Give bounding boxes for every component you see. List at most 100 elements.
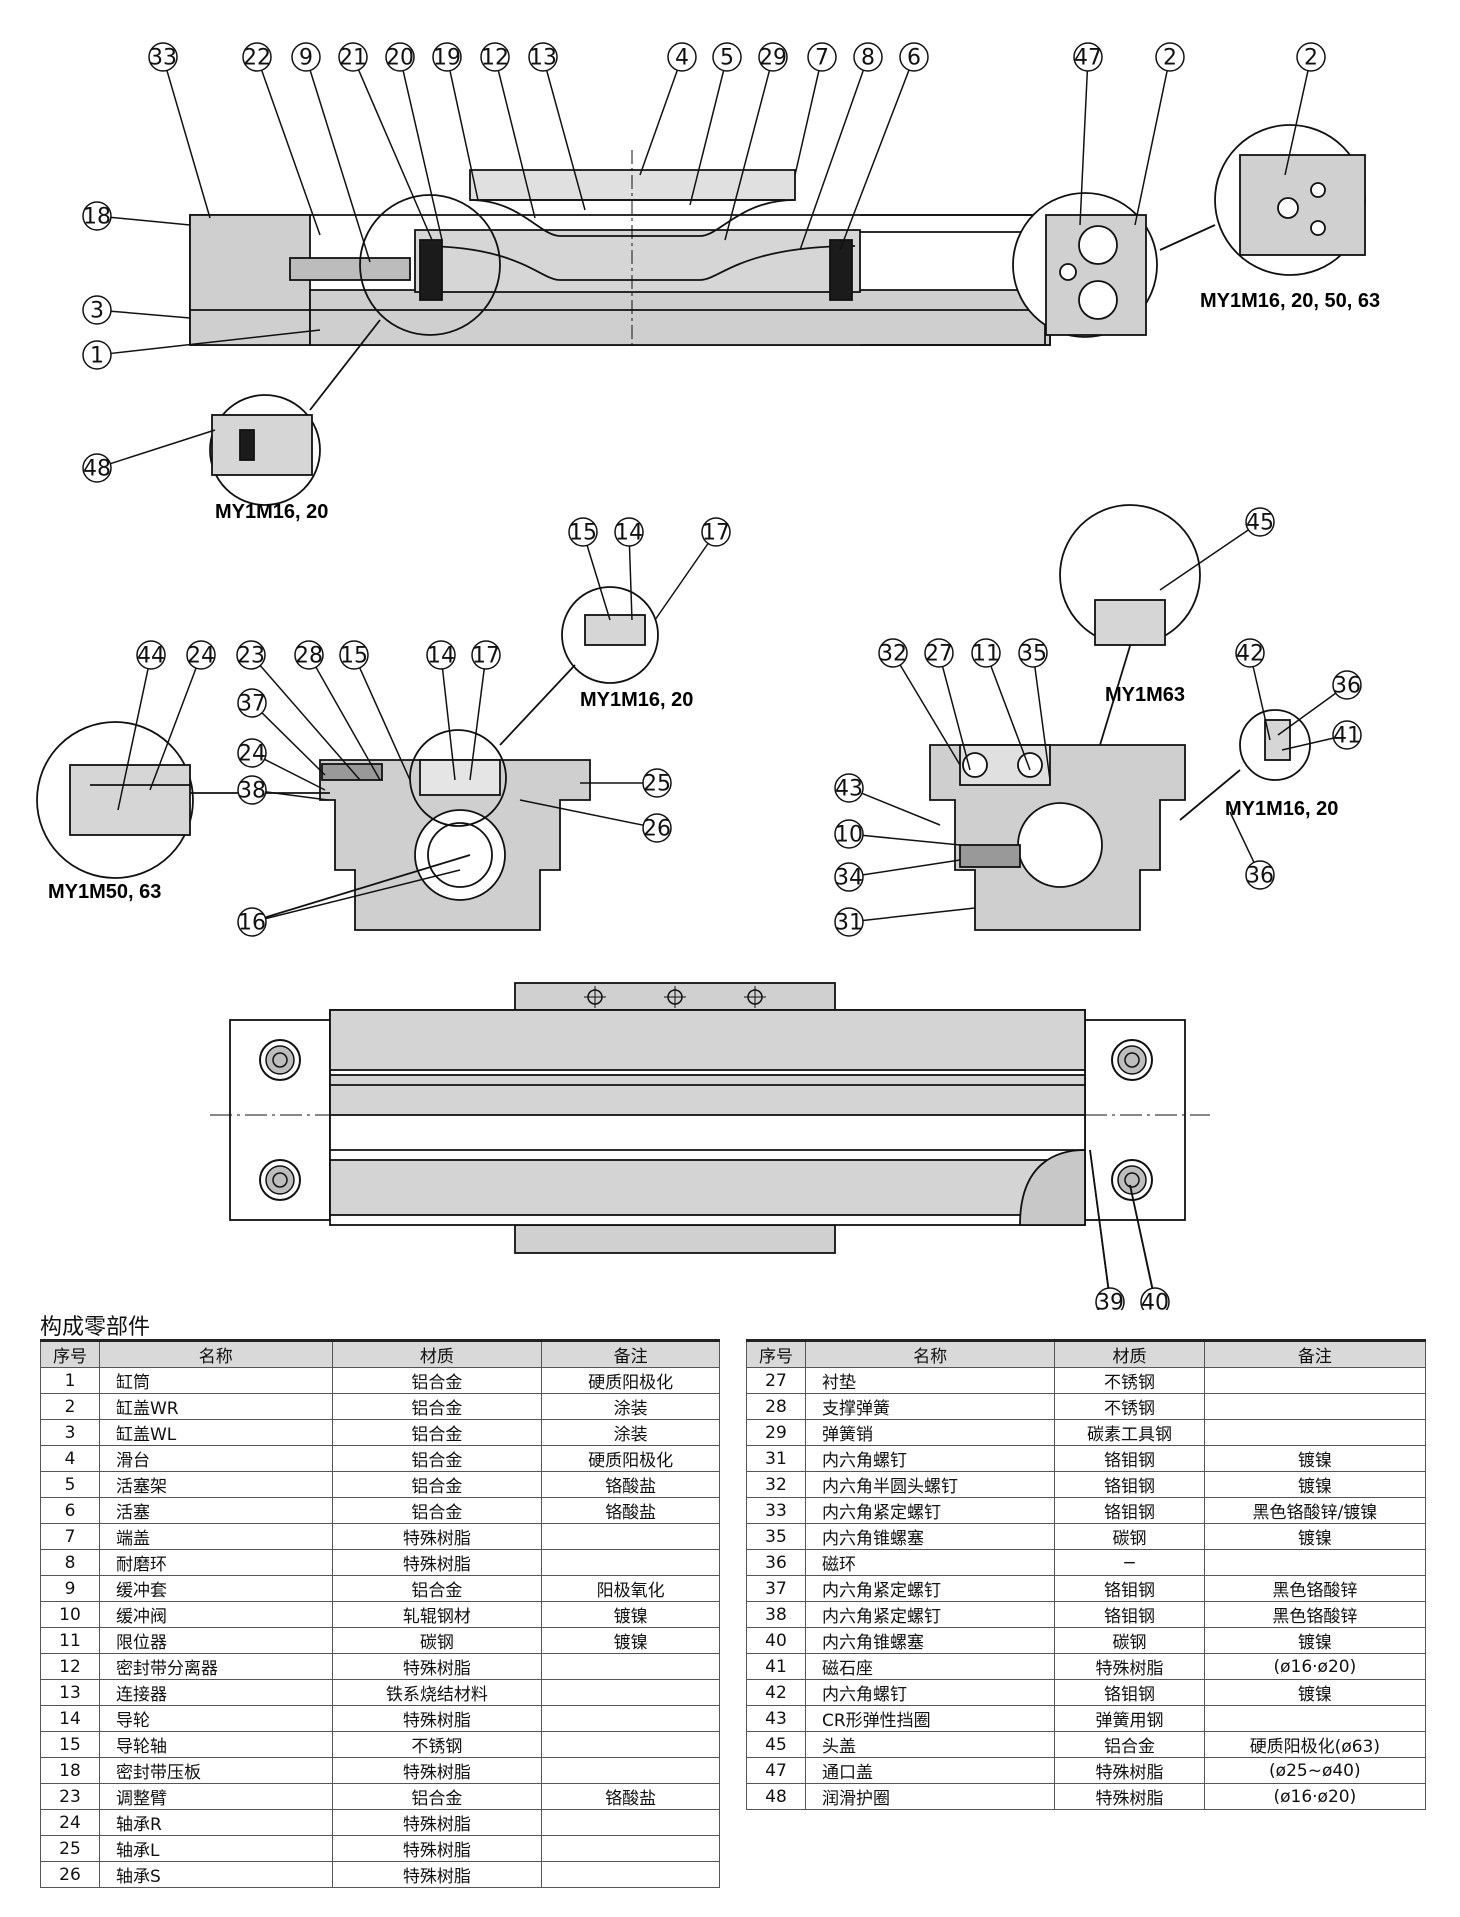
callout-number: 15 [569, 521, 597, 546]
cell-remark: 铬酸盐 [541, 1783, 720, 1810]
callout-number: 14 [615, 521, 643, 546]
cell-no: 5 [40, 1471, 100, 1498]
callout-16: 16 [237, 869, 461, 937]
callout-circle [1095, 1287, 1125, 1310]
cell-no: 25 [40, 1835, 100, 1862]
cell-material: 铝合金 [331, 1445, 543, 1472]
callout-circle [237, 775, 267, 805]
top-section-view [189, 124, 1366, 506]
callout-number: 14 [427, 644, 455, 669]
leader-line [1079, 70, 1089, 226]
callout-circle [1332, 720, 1362, 750]
callout-circle [712, 42, 742, 72]
callout-18: 18 [82, 201, 191, 231]
callout-circle [834, 773, 864, 803]
cell-no: 26 [40, 1861, 100, 1888]
cell-remark [541, 1757, 720, 1784]
callout-number: 16 [238, 911, 266, 936]
callout-circle [82, 295, 112, 325]
cell-no: 11 [40, 1627, 100, 1654]
callout-22: 22 [242, 42, 321, 236]
callout-44: 44 [117, 640, 166, 811]
callout-7: 7 [794, 42, 837, 176]
cell-remark: 涂装 [541, 1419, 720, 1446]
model-label-mid-guide: MY1M16, 20 [580, 689, 693, 711]
cell-material: 不锈钢 [1054, 1367, 1205, 1394]
cell-remark: 镀镍 [1203, 1445, 1427, 1472]
cell-remark [541, 1549, 720, 1576]
cell-remark: (ø25~ø40) [1203, 1757, 1427, 1784]
leader-line [110, 429, 216, 465]
callout-36: 36 [1277, 670, 1362, 736]
leader-line [861, 792, 941, 826]
callout-14: 14 [426, 640, 456, 781]
cell-material: 铝合金 [1054, 1731, 1205, 1758]
cell-material: 铝合金 [331, 1419, 543, 1446]
cell-name: 支撑弹簧 [804, 1393, 1056, 1420]
callout-number: 26 [643, 817, 671, 842]
callout-number: 33 [149, 46, 177, 71]
callout-circle [294, 640, 324, 670]
leader-line [1277, 692, 1337, 736]
cell-remark [541, 1705, 720, 1732]
callout-number: 25 [643, 772, 671, 797]
cell-name: 密封带分离器 [99, 1653, 333, 1680]
callout-number: 12 [481, 46, 509, 71]
leader-line [359, 667, 411, 781]
callout-circle [136, 640, 166, 670]
callout-5: 5 [689, 42, 742, 206]
cell-no: 37 [746, 1575, 806, 1602]
callout-number: 39 [1096, 1291, 1124, 1311]
callout-circle [853, 42, 883, 72]
leader-line [357, 69, 433, 241]
cell-material: 轧辊钢材 [331, 1601, 543, 1628]
leader-line [1281, 737, 1334, 751]
leader-line [519, 799, 644, 826]
cell-remark [1203, 1419, 1427, 1446]
cell-name: 缓冲阀 [99, 1601, 333, 1628]
cell-no: 31 [746, 1445, 806, 1472]
cell-name: 内六角紧定螺钉 [804, 1601, 1056, 1628]
leader-line [265, 791, 329, 801]
callout-circle [432, 42, 462, 72]
cell-name: 限位器 [99, 1627, 333, 1654]
callout-number: 32 [879, 642, 907, 667]
callout-47: 47 [1073, 42, 1103, 226]
cell-name: 导轮 [99, 1705, 333, 1732]
cell-name: 内六角螺钉 [804, 1679, 1056, 1706]
callout-11: 11 [971, 638, 1031, 771]
leader-line [110, 310, 191, 319]
cell-remark [541, 1679, 720, 1706]
cell-material: 铝合金 [331, 1367, 543, 1394]
callout-circle [426, 640, 456, 670]
cell-material: 不锈钢 [1054, 1393, 1205, 1420]
model-label-top-left-detail: MY1M16, 20 [215, 501, 328, 523]
cell-material: 特殊树脂 [331, 1523, 543, 1550]
callout-circle [1073, 42, 1103, 72]
leader-line [110, 216, 191, 226]
callout-number: 1 [90, 344, 104, 369]
callout-number: 36 [1333, 674, 1361, 699]
leader-line [1134, 70, 1168, 226]
callout-circle [1245, 507, 1275, 537]
leader-line [259, 665, 361, 781]
callout-circle [834, 819, 864, 849]
table-header-row: 序号 名称 材质 备注 [746, 1340, 1427, 1368]
col-header-name: 名称 [99, 1340, 333, 1368]
callout-number: 24 [187, 644, 215, 669]
model-label-mid-left-detail: MY1M50, 63 [48, 881, 161, 903]
callout-circle [237, 688, 267, 718]
cell-material: − [1054, 1549, 1205, 1576]
callout-circle [1296, 42, 1326, 72]
